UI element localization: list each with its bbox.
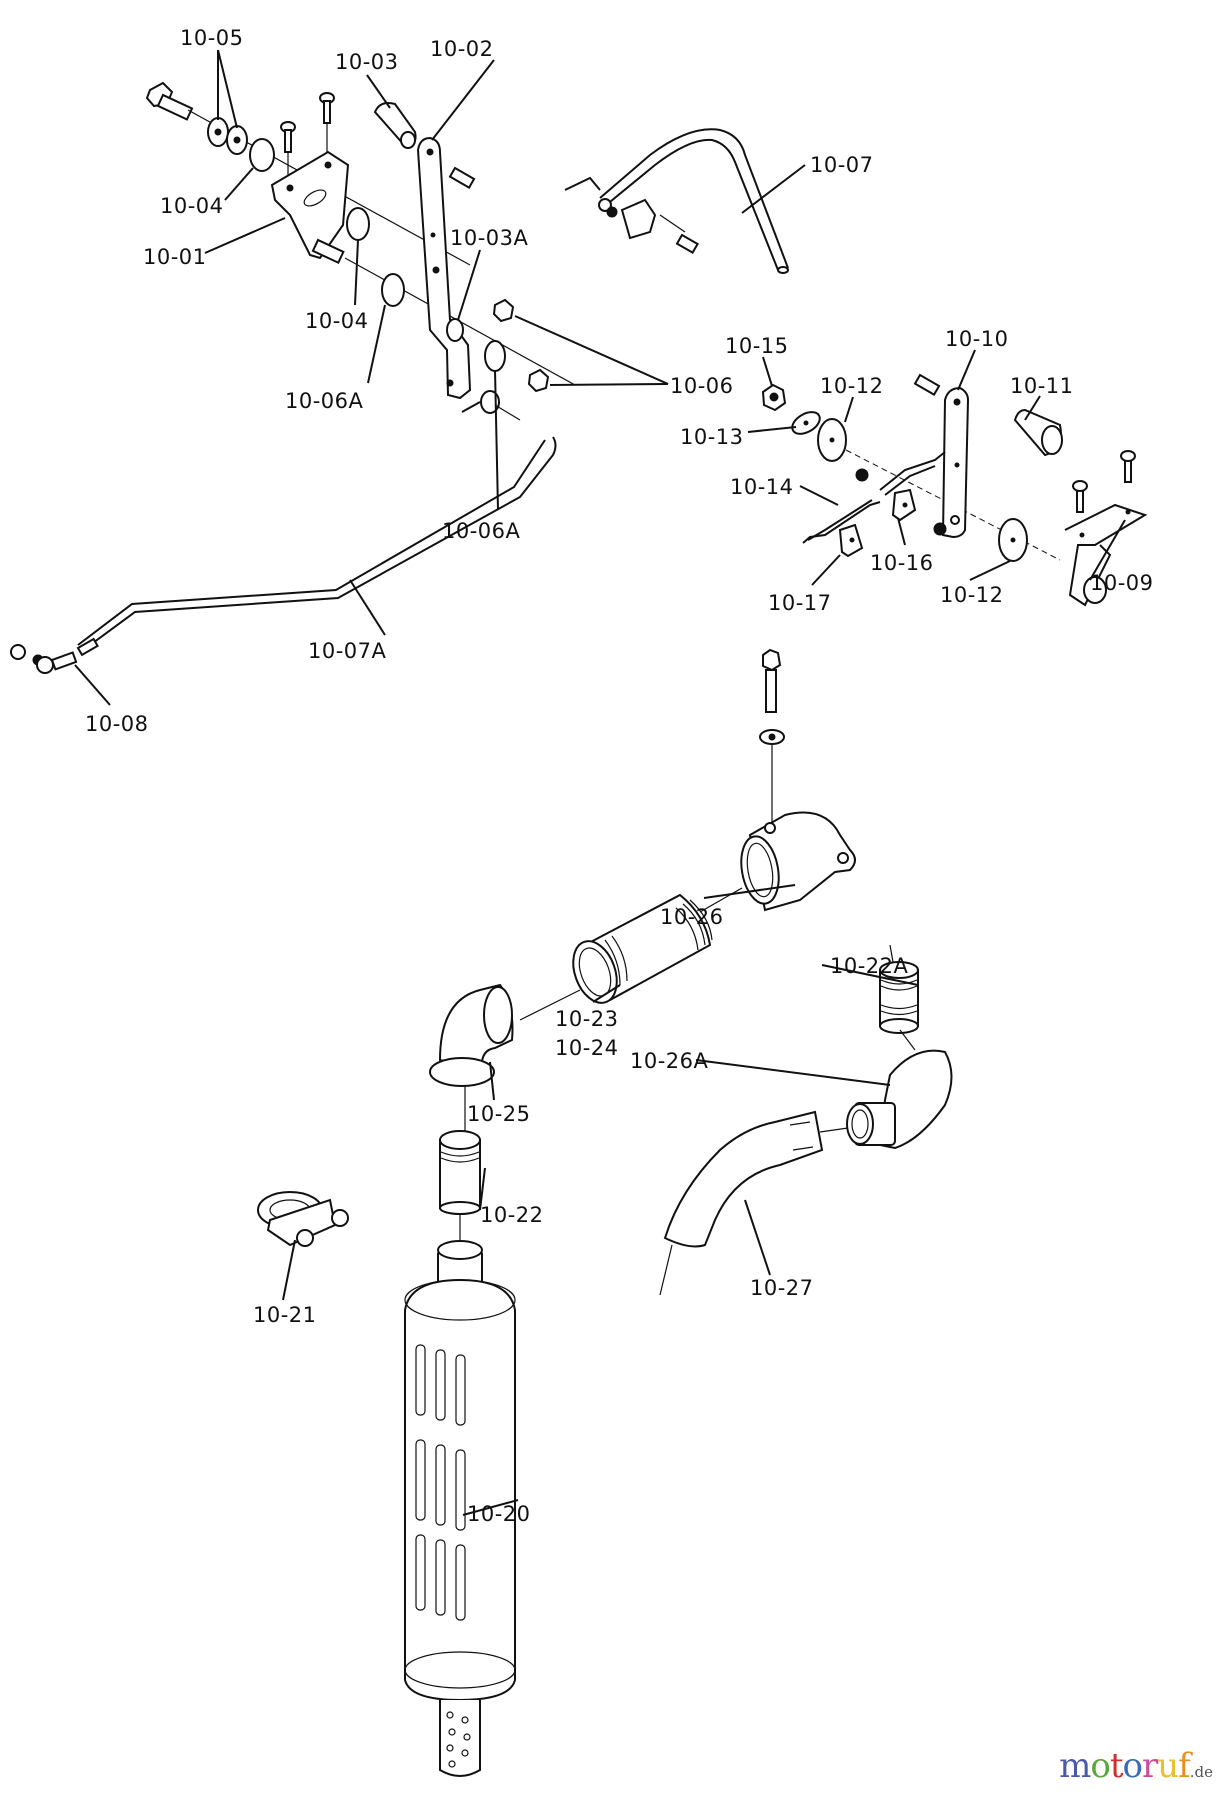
bracket-part — [270, 150, 350, 260]
callout-label: 10-26A — [630, 1049, 709, 1073]
nipple-part — [439, 1130, 481, 1275]
callout-label: 10-12 — [820, 374, 884, 398]
upper-rod-assembly — [564, 128, 789, 274]
callout-label: 10-05 — [180, 26, 244, 50]
nipple-part — [879, 944, 919, 1051]
lower-rod-assembly — [10, 436, 557, 674]
callout-label: 10-03A — [450, 226, 529, 250]
throttle-assembly — [145, 81, 576, 421]
watermark-tld: .de — [1189, 1763, 1213, 1781]
nut-part — [10, 644, 26, 660]
watermark-letter: m — [1059, 1746, 1091, 1786]
callout-label: 10-17 — [768, 591, 832, 615]
choke-assembly — [761, 373, 1148, 607]
callout-label: 10-26 — [660, 905, 724, 929]
street-elbow-part — [819, 1049, 953, 1150]
callout-label: 10-02 — [430, 37, 494, 61]
callout-label: 10-20 — [467, 1502, 531, 1526]
callout-label: 10-04 — [160, 194, 224, 218]
callout-label: 10-16 — [870, 551, 934, 575]
callout-label: 10-21 — [253, 1303, 317, 1327]
watermark-letter: r — [1141, 1746, 1158, 1786]
bolt-part — [145, 81, 194, 121]
exhaust-bend-part — [659, 1110, 824, 1296]
clamp-part — [257, 1191, 349, 1247]
callout-labels: 10-05 10-03 10-02 10-07 10-04 10-01 10-0… — [85, 26, 1154, 1526]
washer-part — [249, 138, 275, 172]
callout-label: 10-06A — [285, 389, 364, 413]
callout-label: 10-07 — [810, 153, 874, 177]
callout-label: 10-10 — [945, 327, 1009, 351]
muffler-part — [404, 1240, 516, 1777]
callout-label: 10-07A — [308, 639, 387, 663]
watermark-letter: u — [1157, 1746, 1179, 1786]
washer-part — [381, 273, 405, 307]
bolt-part — [759, 648, 785, 830]
callout-label: 10-27 — [750, 1276, 814, 1300]
clip-part — [620, 198, 657, 240]
callout-label: 10-14 — [730, 475, 794, 499]
spacer-part — [446, 318, 464, 342]
callout-label: 10-06A — [442, 519, 521, 543]
leader-lines — [74, 49, 1126, 1516]
callout-label: 10-23 — [555, 1007, 619, 1031]
washer-part — [346, 207, 370, 241]
callout-label: 10-04 — [305, 309, 369, 333]
callout-label: 10-22 — [480, 1203, 544, 1227]
lever-part — [941, 386, 970, 539]
callout-label: 10-09 — [1090, 571, 1154, 595]
callout-label: 10-25 — [467, 1102, 531, 1126]
callout-label: 10-06 — [670, 374, 734, 398]
watermark-letter: o — [1090, 1746, 1111, 1786]
callout-label: 10-13 — [680, 425, 744, 449]
watermark-letter: o — [1122, 1746, 1144, 1786]
exhaust-assembly — [257, 648, 953, 1777]
screw-part — [319, 92, 335, 155]
callout-label: 10-15 — [725, 334, 789, 358]
watermark-letter: f — [1178, 1746, 1191, 1786]
watermark-letter: t — [1109, 1746, 1124, 1786]
callout-label: 10-08 — [85, 712, 149, 736]
callout-label: 10-22A — [830, 954, 909, 978]
callout-label: 10-24 — [555, 1036, 619, 1060]
callout-label: 10-03 — [335, 50, 399, 74]
callout-label: 10-01 — [143, 245, 207, 269]
nut-part — [492, 298, 515, 323]
callout-label: 10-11 — [1010, 374, 1074, 398]
screw-part — [280, 121, 296, 180]
nut-part — [527, 368, 550, 393]
washer-part — [484, 340, 506, 372]
watermark-logo: motoruf.de — [1059, 1746, 1213, 1786]
swivel-part — [32, 651, 78, 674]
callout-label: 10-12 — [940, 583, 1004, 607]
